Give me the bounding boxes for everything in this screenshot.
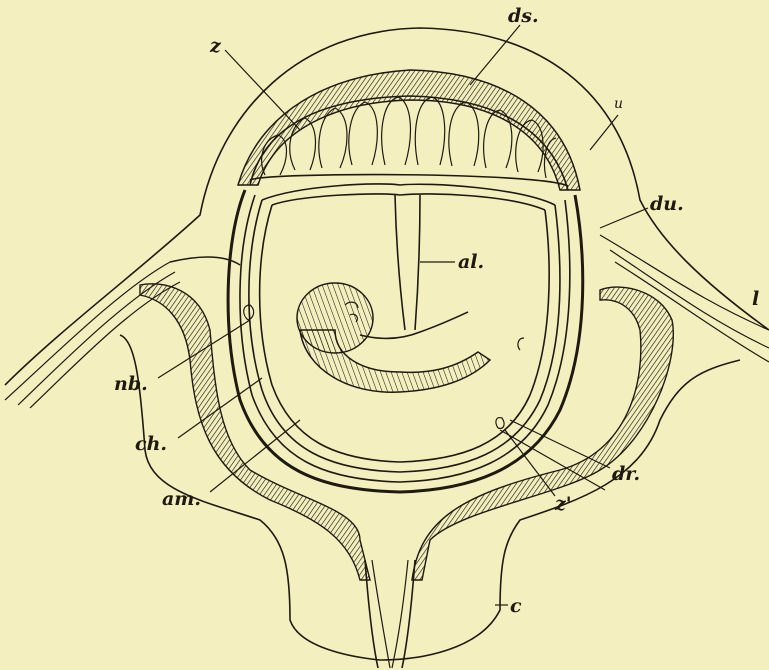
label-nb: nb. bbox=[114, 373, 148, 395]
label-l: l bbox=[752, 288, 759, 310]
label-ds: ds. bbox=[508, 5, 539, 27]
label-c: c bbox=[510, 595, 522, 617]
label-ch: ch. bbox=[135, 433, 167, 455]
label-am: am. bbox=[162, 488, 201, 510]
allantois bbox=[395, 195, 405, 330]
cervix bbox=[365, 560, 378, 668]
embryo bbox=[297, 283, 490, 392]
label-u: u bbox=[614, 96, 623, 112]
label-du: du. bbox=[650, 193, 684, 215]
label-al: al. bbox=[458, 251, 484, 273]
label-z: z bbox=[209, 35, 222, 57]
label-dr: dr. bbox=[612, 463, 640, 485]
label-z-prime: z' bbox=[554, 493, 572, 515]
